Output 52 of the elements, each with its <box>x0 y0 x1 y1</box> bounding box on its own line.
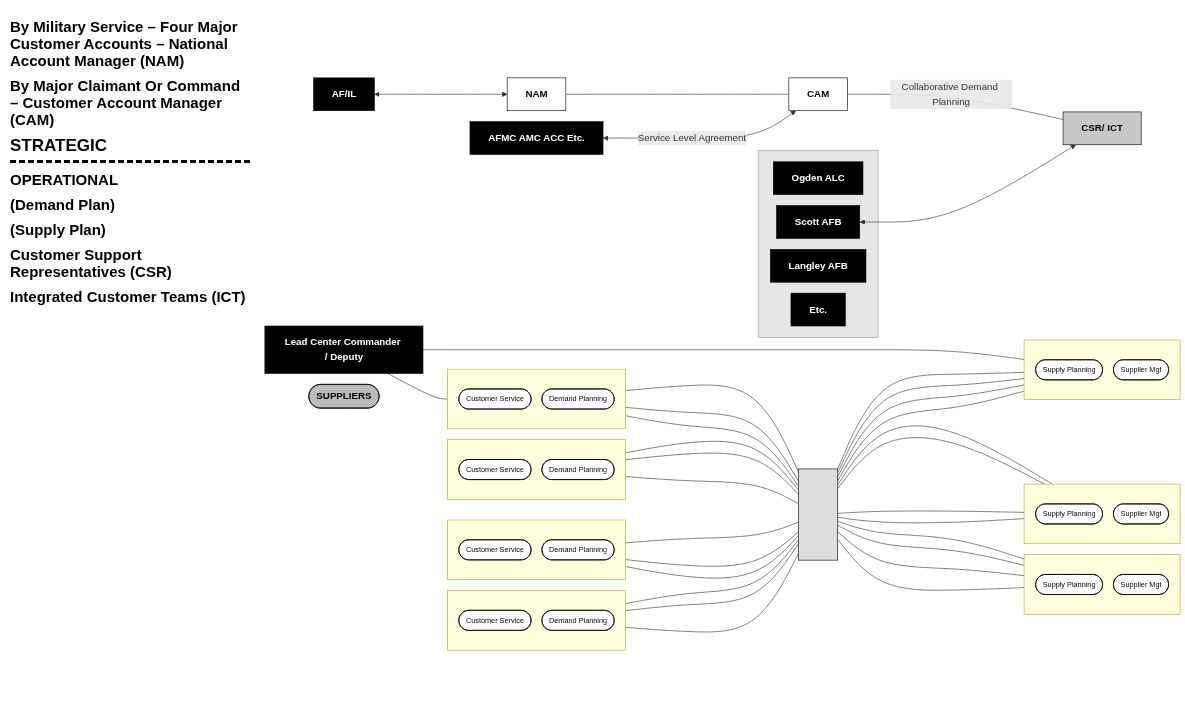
connector <box>837 524 1025 566</box>
cluster <box>1023 483 1181 545</box>
connector <box>625 539 799 604</box>
node-box: CAM <box>788 77 848 111</box>
connector <box>625 384 799 473</box>
connector <box>625 452 799 495</box>
note-text: By Military Service – Four Major Customer Accounts – National Account Manager (NAM) <box>10 18 239 69</box>
note-text: Integrated Customer Teams (ICT) <box>10 288 247 305</box>
node-box: Ogden ALC <box>773 161 864 195</box>
node-bar <box>798 468 839 561</box>
cluster <box>1023 554 1181 615</box>
connector <box>565 93 790 95</box>
connector <box>837 425 1053 485</box>
cluster <box>757 149 879 338</box>
cluster <box>1023 339 1181 400</box>
cluster <box>447 519 626 580</box>
node-box: NAM <box>506 77 567 111</box>
note-text: Customer Support Representatives (CSR) <box>10 246 173 280</box>
edge-label: Collaborative Demand Planning <box>901 81 998 107</box>
connector <box>625 476 799 505</box>
connector <box>625 543 799 611</box>
zone-label: OPERATIONAL <box>10 171 120 188</box>
note-text: (Demand Plan) <box>10 196 116 213</box>
node-box: Lead Center Commander / Deputy <box>264 325 424 374</box>
connector <box>625 440 799 491</box>
node-box: AF/IL <box>313 77 375 111</box>
edge-label: Service Level Agreement <box>637 132 747 143</box>
note-text: By Major Claimant Or Command – Customer Account Manager (CAM) <box>10 77 242 128</box>
node-box: Langley AFB <box>770 249 867 283</box>
connector <box>625 552 799 633</box>
cluster <box>447 368 626 430</box>
connector <box>837 517 1025 524</box>
cluster <box>447 590 626 651</box>
node-box: Etc. <box>790 292 846 327</box>
connector <box>625 521 799 544</box>
connector <box>625 535 799 579</box>
connector <box>422 349 1025 360</box>
node-box: CSR/ ICT <box>1062 111 1142 146</box>
note-text: (Supply Plan) <box>10 221 107 238</box>
connector <box>387 373 448 400</box>
connector <box>625 531 799 567</box>
node-box: Scott AFB <box>776 205 861 239</box>
connector <box>837 539 1025 591</box>
connector <box>837 531 1025 576</box>
connector <box>837 437 1046 489</box>
connector <box>837 520 1025 560</box>
connector <box>625 415 799 487</box>
node-box: AFMC AMC ACC Etc. <box>469 121 604 155</box>
connector <box>837 510 1025 514</box>
connector <box>625 407 799 482</box>
zone-label: STRATEGIC <box>10 136 250 163</box>
cluster <box>447 439 626 500</box>
